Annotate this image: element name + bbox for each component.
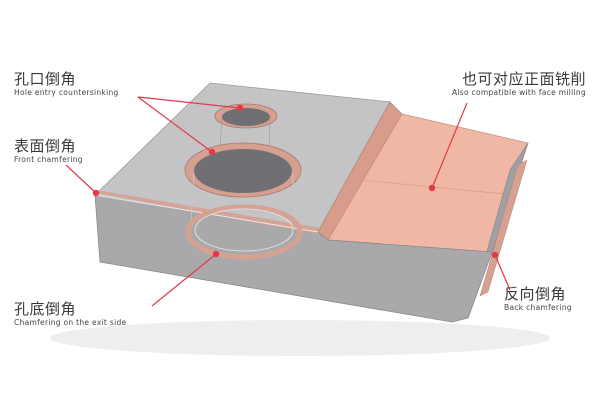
leader-hole-entry-2	[137, 96, 213, 153]
label-front: 表面倒角 Front chamfering	[14, 139, 83, 164]
label-front-zh: 表面倒角	[14, 137, 77, 155]
leader-face-milling-dot	[428, 184, 436, 192]
leader-back	[494, 254, 511, 291]
leader-front-dot	[92, 189, 100, 197]
label-face-milling-zh: 也可对应正面铣削	[461, 70, 586, 88]
label-face-milling: 也可对应正面铣削 Also compatible with face milli…	[452, 72, 586, 97]
block-shadow	[50, 320, 550, 356]
label-exit-en: Chamfering on the exit side	[14, 318, 127, 327]
label-back: 反向倒角 Back chamfering	[504, 287, 572, 312]
exit-chamfer-inner	[194, 208, 294, 252]
leader-lines	[65, 96, 511, 307]
label-hole-entry-en: Hole entry countersinking	[14, 88, 119, 97]
leader-hole-entry-dot-1	[236, 104, 244, 112]
label-hole-entry: 孔口倒角 Hole entry countersinking	[14, 72, 119, 97]
label-exit: 孔底倒角 Chamfering on the exit side	[14, 302, 126, 327]
label-back-en: Back chamfering	[504, 303, 572, 312]
leader-hole-entry-1	[137, 96, 241, 109]
label-front-en: Front chamfering	[14, 155, 83, 164]
label-back-zh: 反向倒角	[504, 285, 567, 303]
milled-face-line	[359, 179, 516, 196]
leader-back-dot	[491, 251, 499, 259]
label-hole-entry-zh: 孔口倒角	[14, 70, 77, 88]
leader-hole-entry-dot-2	[208, 148, 216, 156]
block-front-face	[94, 194, 493, 323]
label-face-milling-en: Also compatible with face milling	[451, 88, 586, 97]
label-exit-zh: 孔底倒角	[14, 300, 77, 318]
leader-front	[65, 164, 97, 194]
exit-chamfer-ring	[185, 204, 303, 260]
leader-face-milling	[431, 102, 468, 189]
back-chamfer-strip	[479, 159, 528, 297]
big-hole	[194, 149, 292, 193]
small-hole	[222, 108, 270, 126]
leader-exit-dot	[212, 250, 220, 258]
leader-exit	[151, 253, 217, 307]
